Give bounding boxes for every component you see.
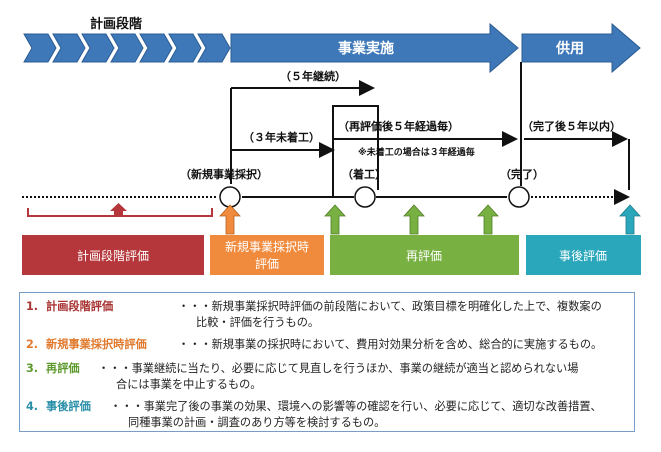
evaluation-bar-adoption: 新規事業採択時 評価 xyxy=(210,235,324,275)
legend-item-adoption: 2. 新規事業採択時評価 ・・・新規事業の採択時において、費用対効果分析を含め、… xyxy=(26,337,628,353)
evaluation-descriptions: 1. 計画段階評価 ・・・新規事業採択時評価の前段階において、政策目標を明確化し… xyxy=(19,292,635,432)
evaluation-flow-diagram: 計画段階 事業実施 供用 （５年継続） （３年未着工） xyxy=(22,16,641,275)
legend-item-post: 4. 事後評価 ・・・事業完了後の事業の効果、環境への影響等の確認を行い、必要に… xyxy=(26,399,628,431)
new-project-adoption-label: （新規事業採択） xyxy=(180,167,268,181)
evaluation-bar-post: 事後評価 xyxy=(526,235,641,275)
legend-desc-line: ・・・事業完了後の事業の効果、環境への影響等の確認を行い、必要に応じて、適切な改… xyxy=(110,400,602,413)
svg-text:新規事業採択時: 新規事業採択時 xyxy=(225,239,309,254)
legend-num: 4. xyxy=(26,400,39,413)
planning-stage-title: 計画段階 xyxy=(90,16,142,32)
adoption-milestone xyxy=(219,186,241,208)
planning-chevrons xyxy=(23,33,231,63)
svg-text:事後評価: 事後評価 xyxy=(559,248,607,263)
three-years-unstarted-label: （３年未着工） xyxy=(243,130,320,144)
completion-milestone xyxy=(508,186,530,208)
five-year-continuation-label: （５年継続） xyxy=(280,69,346,83)
reeval-every-five-years-label: （再評価後５年経過毎） xyxy=(338,119,459,133)
legend-num: 3. xyxy=(26,362,39,375)
post-eval-up-arrow xyxy=(619,204,641,235)
legend-desc-line: 合には事業を中止するもの。 xyxy=(116,378,262,391)
timeline-lines xyxy=(230,62,630,196)
completion-label: （完了） xyxy=(500,167,544,181)
legend-name: 事後評価 xyxy=(46,400,91,413)
unstarted-note: ※未着工の場合は３年経過毎 xyxy=(358,146,475,158)
legend-desc-line: 同種事業の計画・調査のあり方等を検討するもの。 xyxy=(128,416,386,429)
svg-text:計画段階評価: 計画段階評価 xyxy=(77,248,149,263)
legend-num: 1. xyxy=(26,300,39,313)
within-five-years-label: （完了後５年以内） xyxy=(522,119,621,133)
reeval-up-arrows xyxy=(324,204,499,235)
legend-desc-line: ・・・新規事業の採択時において、費用対効果分析を含め、総合的に実施するもの。 xyxy=(178,338,603,351)
evaluation-bar-planning: 計画段階評価 xyxy=(22,235,204,275)
implementation-stage-arrow: 事業実施 xyxy=(230,22,519,74)
legend-desc-line: 比較・評価を行うもの。 xyxy=(196,316,320,329)
adoption-up-arrow xyxy=(219,204,241,235)
svg-text:再評価: 再評価 xyxy=(406,248,442,263)
legend-desc-line: ・・・事業継続に当たり、必要に応じて見直しを行うほか、事業の継続が適当と認められ… xyxy=(98,362,579,375)
planning-bracket xyxy=(27,203,213,217)
legend-item-planning: 1. 計画段階評価 ・・・新規事業採択時評価の前段階において、政策目標を明確化し… xyxy=(26,299,628,331)
legend-desc-line: ・・・新規事業採択時評価の前段階において、政策目標を明確化した上で、複数案の xyxy=(178,300,602,313)
legend-num: 2. xyxy=(26,338,39,351)
legend-name: 計画段階評価 xyxy=(46,300,114,313)
legend-name: 新規事業採択時評価 xyxy=(46,338,147,351)
legend-item-reeval: 3. 再評価 ・・・事業継続に当たり、必要に応じて見直しを行うほか、事業の継続が… xyxy=(26,361,628,393)
implementation-stage-label: 事業実施 xyxy=(338,40,394,57)
legend-name: 再評価 xyxy=(46,362,80,375)
start-of-work-label: （着工） xyxy=(342,167,386,181)
evaluation-bar-reeval: 再評価 xyxy=(330,235,519,275)
operation-stage-label: 供用 xyxy=(555,40,584,57)
svg-text:評価: 評価 xyxy=(255,256,279,271)
start-milestone xyxy=(354,186,376,208)
operation-stage-arrow: 供用 xyxy=(521,22,641,74)
